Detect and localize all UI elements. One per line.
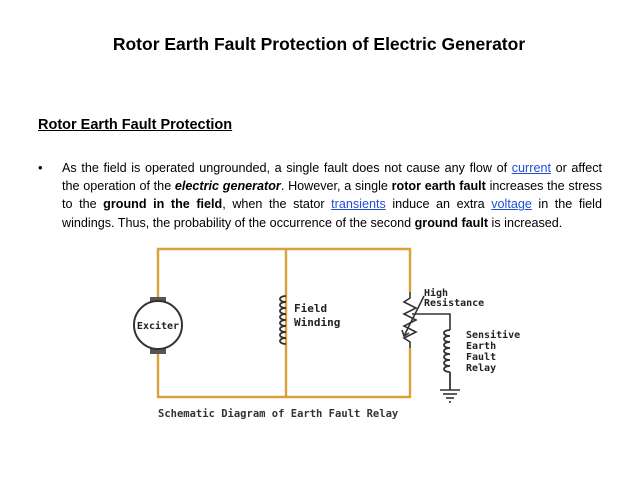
relay-label-2: Earth [466,341,496,352]
bold-ground-in-field: ground in the field [103,197,223,212]
para-text-2: or affect the operation of the [62,161,602,194]
top-wire [156,247,412,304]
slide-title: Rotor Earth Fault Protection of Electric… [112,34,526,54]
para-text-7: in the field windings. Thus, the probabi… [62,197,602,230]
link-current[interactable]: current [511,161,551,175]
section-heading: Rotor Earth Fault Protection [38,117,233,133]
exciter-circle [133,300,183,350]
field-winding-coil [279,295,287,345]
relay-branch [412,313,451,330]
exciter-symbol: Exciter [133,297,183,354]
para-text-3: . However, a single [280,179,392,194]
ground-icon [440,389,460,403]
para-text-5: , when the stator [222,197,332,212]
resistance-label: Resistance [424,297,484,309]
winding-label: Winding [294,316,340,329]
para-text-6: induce an extra [385,197,492,212]
circuit-wires [156,247,412,399]
bold-rotor-earth-fault: rotor earth fault [391,179,486,194]
para-text-4: increases the stress to the [62,179,602,212]
relay-label-1: Sensitive [466,329,520,341]
link-voltage[interactable]: voltage [491,197,532,212]
field-label: Field [294,302,327,315]
diagram-caption: Schematic Diagram of Earth Fault Relay [158,408,399,420]
para-text-8: is increased. [488,215,563,230]
bullet-marker: • [38,160,43,175]
exciter-label: Exciter [137,320,179,332]
para-text-1: As the field is operated ungrounded, a s… [62,161,512,175]
bullet-paragraph: As the field is operated ungrounded, a s… [62,159,602,232]
relay-label-4: Relay [466,363,496,374]
link-transients[interactable]: transients [331,197,386,212]
high-resistance-symbol [401,292,425,348]
relay-coil [443,329,451,390]
high-label: High [424,287,448,299]
bottom-wire [156,348,412,399]
bold-ground-fault: ground fault [414,215,489,230]
relay-label-3: Fault [466,352,496,363]
bold-electric-generator: electric generator [174,179,281,194]
resistor-arrow [403,295,425,337]
